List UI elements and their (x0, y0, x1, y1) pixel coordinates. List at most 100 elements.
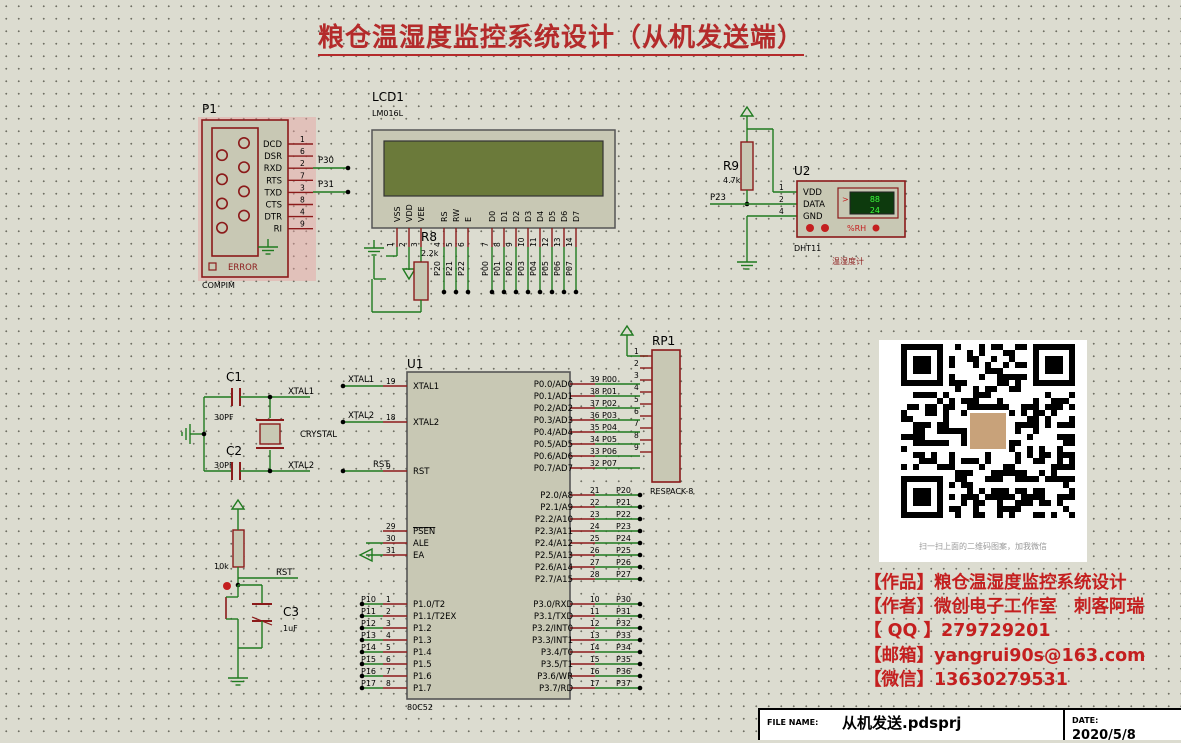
qr-module (997, 500, 1003, 506)
u1-port-terminal (637, 625, 643, 631)
qr-module (919, 434, 925, 440)
qr-module (973, 500, 979, 506)
rp1-pin-number: 8 (634, 431, 639, 440)
qr-module (1069, 464, 1075, 470)
qr-module (955, 470, 961, 476)
lcd1-screen (383, 140, 604, 197)
p1-pin-name: CTS (265, 201, 282, 211)
qr-module (997, 398, 1003, 404)
u1-model: 80C52 (407, 703, 433, 712)
qr-module (991, 470, 997, 476)
qr-module (991, 488, 997, 494)
u1-right-pin-name: P3.3/INT1 (532, 636, 573, 646)
qr-module (955, 428, 961, 434)
u1-right-pin-name: P0.2/AD2 (534, 404, 573, 414)
qr-module (979, 512, 985, 518)
qr-module (979, 488, 985, 494)
qr-module (943, 410, 949, 416)
qr-module (1033, 488, 1039, 494)
info-qq: 【 QQ 】279729201 (864, 621, 1051, 642)
qr-module (1033, 404, 1039, 410)
qr-module (1045, 500, 1051, 506)
qr-module (949, 404, 955, 410)
qr-module (1033, 410, 1039, 416)
lcd1-pin-number: 8 (493, 242, 502, 247)
r8-ref: R8 (421, 230, 437, 244)
qr-module (1027, 422, 1033, 428)
u1-port-net: P32 (616, 619, 631, 628)
qr-module (967, 356, 973, 362)
lcd1-terminal (489, 289, 495, 295)
rst-button-indicator (223, 582, 231, 590)
qr-finder-inner (1045, 356, 1063, 374)
u1-port-net: P24 (616, 534, 631, 543)
u1-right-pin-number: 22 (590, 498, 600, 507)
u1-right-pin-number: 26 (590, 546, 600, 555)
date-label: DATE: (1072, 716, 1099, 725)
xtal1-net-cap: XTAL1 (288, 387, 314, 397)
cap-junction (201, 431, 207, 437)
qr-module (925, 422, 931, 428)
c2-value: 30PF (214, 461, 234, 470)
rp1-pin-number: 1 (634, 347, 639, 356)
qr-module (949, 362, 955, 368)
u1-right-pin-name: P2.1/A9 (540, 503, 573, 513)
qr-module (937, 422, 943, 428)
date-value: 2020/5/8 (1072, 728, 1136, 743)
qr-module (973, 494, 979, 500)
qr-module (1069, 476, 1075, 482)
qr-module (1069, 434, 1075, 440)
u1-port-net: P22 (616, 510, 631, 519)
u1-right-pin-number: 34 (590, 435, 600, 444)
c3-ref: C3 (283, 605, 299, 619)
qr-module (931, 410, 937, 416)
title-block: FILE NAME: 从机发送.pdsprj DATE: 2020/5/8 (758, 708, 1181, 743)
qr-module (1063, 494, 1069, 500)
u1-port-terminal (637, 528, 643, 534)
u1-right-pin-number: 14 (590, 643, 600, 652)
u1-right-pin-name: P3.6/WR (537, 672, 573, 682)
u1-right-pin-number: 33 (590, 447, 600, 456)
qr-module (1057, 404, 1063, 410)
qr-module (1039, 500, 1045, 506)
qr-module (1057, 458, 1063, 464)
u1-right-pin-number: 10 (590, 595, 600, 604)
u1-left-pin-name: EA (413, 551, 424, 561)
qr-module (991, 404, 997, 410)
qr-module (949, 458, 955, 464)
u1-port-net: P23 (616, 522, 631, 531)
u2-button-mode (872, 224, 880, 232)
u1-right-pin-name: P0.7/AD7 (534, 464, 573, 474)
u1-left-pin-name: XTAL2 (413, 418, 439, 428)
u1-p1-terminal (359, 661, 365, 667)
qr-module (967, 494, 973, 500)
lcd1-pin-number: 9 (505, 242, 514, 247)
u1-port-net: P30 (616, 595, 631, 604)
qr-module (973, 386, 979, 392)
qr-module (919, 440, 925, 446)
r8-body (413, 261, 429, 301)
qr-module (937, 428, 943, 434)
qr-module (913, 392, 919, 398)
u1-p1-terminal (359, 625, 365, 631)
qr-module (991, 356, 997, 362)
qr-module (1021, 470, 1027, 476)
u2-arrow: > (842, 195, 849, 204)
qr-module (1033, 398, 1039, 404)
u2-hum: 24 (870, 206, 880, 215)
qr-module (961, 470, 967, 476)
qr-module (985, 362, 991, 368)
r9-body (740, 141, 754, 191)
xtal2-terminal (340, 419, 346, 425)
qr-module (1033, 512, 1039, 518)
qr-module (973, 398, 979, 404)
p1-pin-hole (238, 161, 251, 174)
qr-module (1057, 446, 1063, 452)
u1-left-pin-number: 2 (386, 607, 391, 616)
qr-module (1009, 386, 1015, 392)
qr-module (1063, 398, 1069, 404)
lcd1-pin-name: D5 (548, 211, 557, 222)
qr-module (1045, 392, 1051, 398)
qr-module (961, 428, 967, 434)
